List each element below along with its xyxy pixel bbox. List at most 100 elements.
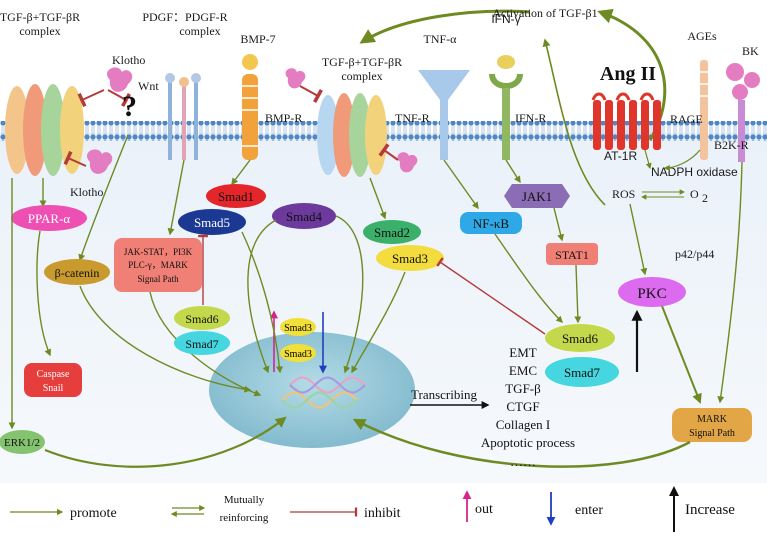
snail-label: Snail xyxy=(43,383,64,394)
pkc-node: PKC xyxy=(618,277,686,307)
at1r-label: AT-1R xyxy=(604,149,637,163)
smad2-node: Smad2 xyxy=(363,220,421,244)
wnt-to-bcatenin-arrow xyxy=(78,134,129,262)
ifn-receptor xyxy=(489,55,523,160)
smad1-node: Smad1 xyxy=(206,184,266,208)
klotho-bottom-inhibit xyxy=(63,150,87,167)
bmp-receptor xyxy=(242,54,258,160)
nucleus-smad3-top: Smad3 xyxy=(280,318,316,336)
smad5-node: Smad5 xyxy=(178,209,246,235)
at1r-to-nadph-arrow xyxy=(644,149,652,170)
erk-to-nucleus-arrow xyxy=(44,416,287,468)
pkc-to-mark-arrow xyxy=(661,305,702,404)
signal-line3: Signal Path xyxy=(137,274,179,284)
jak1-to-stat1-arrow xyxy=(553,207,565,242)
signal-to-nucleus-arrow xyxy=(149,291,262,397)
smad7-right-label: Smad7 xyxy=(564,365,601,380)
outcome-collagen: Collagen I xyxy=(496,417,551,432)
smad3-label: Smad3 xyxy=(392,251,428,266)
activation-arrow-left xyxy=(359,9,531,44)
tgf-left-complex-label: complex xyxy=(19,24,60,38)
caspase-node: Caspase Snail xyxy=(24,363,82,397)
ros-to-tgf-arrow xyxy=(542,38,606,206)
o2-subscript: 2 xyxy=(702,191,708,205)
pdgf-receptor xyxy=(165,73,201,160)
mark-signal-label: Signal Path xyxy=(689,428,735,439)
smad1-label: Smad1 xyxy=(218,189,254,204)
outcome-tgfb: TGF-β xyxy=(505,381,541,396)
nucleus-smad3-bottom-label: Smad3 xyxy=(284,349,312,360)
bcatenin-to-nucleus-arrow xyxy=(79,285,252,393)
klotho-bottom-icon xyxy=(87,149,113,174)
smad3-node: Smad3 xyxy=(376,245,444,271)
smad5-to-nucleus-arrow xyxy=(241,231,283,374)
erk-label: ERK1/2 xyxy=(4,437,40,449)
klotho-wnt-inhibit xyxy=(107,89,131,107)
outcome-list: EMT EMC TGF-β CTGF Collagen I Apoptotic … xyxy=(481,345,575,469)
legend-mutual-label: Mutually xyxy=(224,494,265,506)
mark-to-nucleus-arrow xyxy=(352,418,691,468)
klotho-top-inhibit xyxy=(77,89,105,108)
outcome-emc: EMC xyxy=(509,363,537,378)
o2-label: O xyxy=(690,187,699,201)
legend-reinforcing-label: reinforcing xyxy=(220,512,269,524)
wnt-question-icon: ? xyxy=(122,90,137,123)
smad6-right-label: Smad6 xyxy=(562,331,599,346)
stat1-to-smad6-arrow xyxy=(574,264,582,324)
ros-label: ROS xyxy=(612,187,635,201)
rage-to-nadph-arrow xyxy=(663,149,701,171)
smad6-left-label: Smad6 xyxy=(185,312,218,326)
transcribing-label: Transcribing xyxy=(411,387,477,402)
ligand-inhibit-middle-bottom xyxy=(378,143,399,161)
nfkb-node: NF-κB xyxy=(460,212,522,234)
legend: promote Mutually reinforcing inhibit out… xyxy=(10,486,735,532)
ppara-node: PPAR-α xyxy=(11,205,87,231)
tgf-left-label: TGF-β+TGF-βR xyxy=(0,10,80,24)
smad67-inhibit-smad3 xyxy=(436,257,546,335)
bmp7-label: BMP-7 xyxy=(240,32,275,46)
jak1-label: JAK1 xyxy=(522,189,552,204)
smad4-label: Smad4 xyxy=(286,209,323,224)
klotho-top-icon xyxy=(107,67,133,92)
outcome-emt: EMT xyxy=(509,345,537,360)
b2kr-to-mark-arrow xyxy=(717,161,743,404)
p4244-label: p42/p44 xyxy=(675,247,714,261)
signal-line2: PLC-γ，MARK xyxy=(128,260,188,270)
klotho-bottom-label: Klotho xyxy=(70,185,103,199)
smad3-to-nucleus-arrow xyxy=(351,271,406,374)
rage-receptor xyxy=(700,60,708,160)
outcome-apoptotic: Apoptotic process xyxy=(481,435,575,450)
ligand-inhibit-middle xyxy=(299,85,323,103)
legend-inhibit-label: inhibit xyxy=(364,506,401,521)
ppara-label: PPAR-α xyxy=(28,211,71,226)
mark-node: MARK Signal Path xyxy=(672,408,752,442)
tgf-ligand-left-icon xyxy=(285,68,306,89)
ages-label: AGEs xyxy=(687,29,717,43)
pdgf-to-signal-arrow xyxy=(167,159,185,236)
tgf-ligand-right-icon xyxy=(397,152,418,173)
stat1-node: STAT1 xyxy=(546,243,598,265)
bcatenin-node: β-catenin xyxy=(44,259,110,285)
smad4-to-nucleus-left xyxy=(247,219,277,374)
tgf-middle-complex-label: complex xyxy=(341,69,382,83)
ifnr-label: IFN-R xyxy=(515,111,546,125)
wnt-label: Wnt xyxy=(138,79,159,93)
nucleus-smad3-bottom: Smad3 xyxy=(280,344,316,362)
ifnr-to-jak1-arrow xyxy=(505,159,521,184)
klotho-top-label: Klotho xyxy=(112,53,145,67)
activation-label: Activation of TGF-β1 xyxy=(492,6,597,20)
legend-increase-label: Increase xyxy=(685,502,735,518)
at1r-receptor xyxy=(591,92,661,150)
outcome-ctgf: CTGF xyxy=(506,399,539,414)
smad4-node: Smad4 xyxy=(272,203,336,229)
legend-enter-label: enter xyxy=(575,503,603,518)
bmp-to-smad1-arrow xyxy=(231,159,251,186)
smad5-label: Smad5 xyxy=(194,215,230,230)
smad7-right-node: Smad7 xyxy=(545,357,619,387)
ros-to-pkc-arrow xyxy=(629,203,648,276)
tnfa-label: TNF-α xyxy=(424,32,458,46)
smad6-right-node: Smad6 xyxy=(545,324,615,352)
ifng-label: IFN-γ xyxy=(491,12,520,26)
